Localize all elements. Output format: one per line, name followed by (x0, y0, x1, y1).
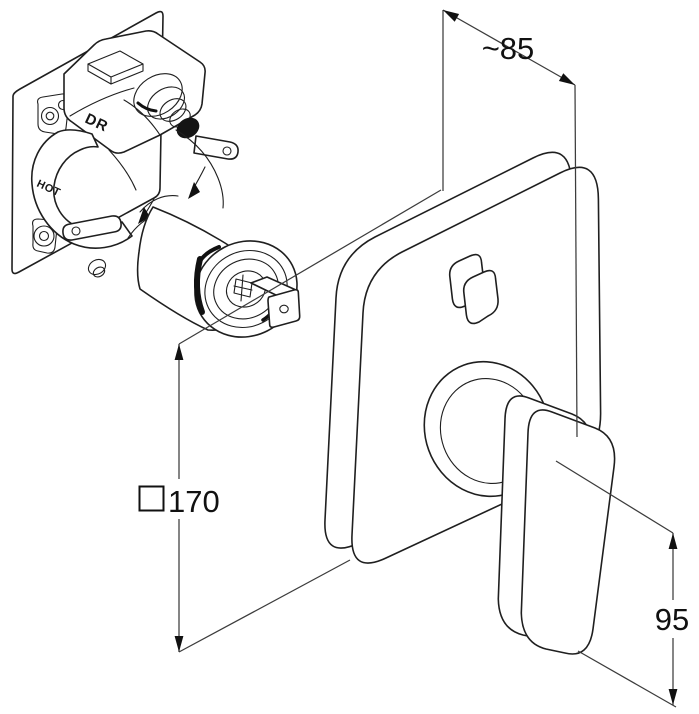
dimension-depth-label: ~85 (482, 31, 535, 66)
black-knob (176, 117, 200, 139)
dimension-plate-size: 170 (138, 189, 442, 653)
dimension-depth: ~85 (442, 9, 578, 438)
concealed-valve-assembly: DR HOT (11, 10, 301, 338)
valve-spindle (250, 276, 301, 329)
square-symbol-icon (138, 485, 165, 512)
trim-faceplate-group (324, 151, 616, 655)
dimension-handle-length: 95 (555, 460, 689, 708)
diverter-button (448, 253, 499, 325)
dimension-plate-label: 170 (168, 484, 220, 519)
mixer-cartridge (136, 206, 301, 338)
valve-housing: DR HOT (30, 30, 239, 278)
lever-handle (423, 360, 616, 655)
dimension-handle-label: 95 (655, 602, 689, 637)
handle-paddle-front (520, 409, 616, 655)
